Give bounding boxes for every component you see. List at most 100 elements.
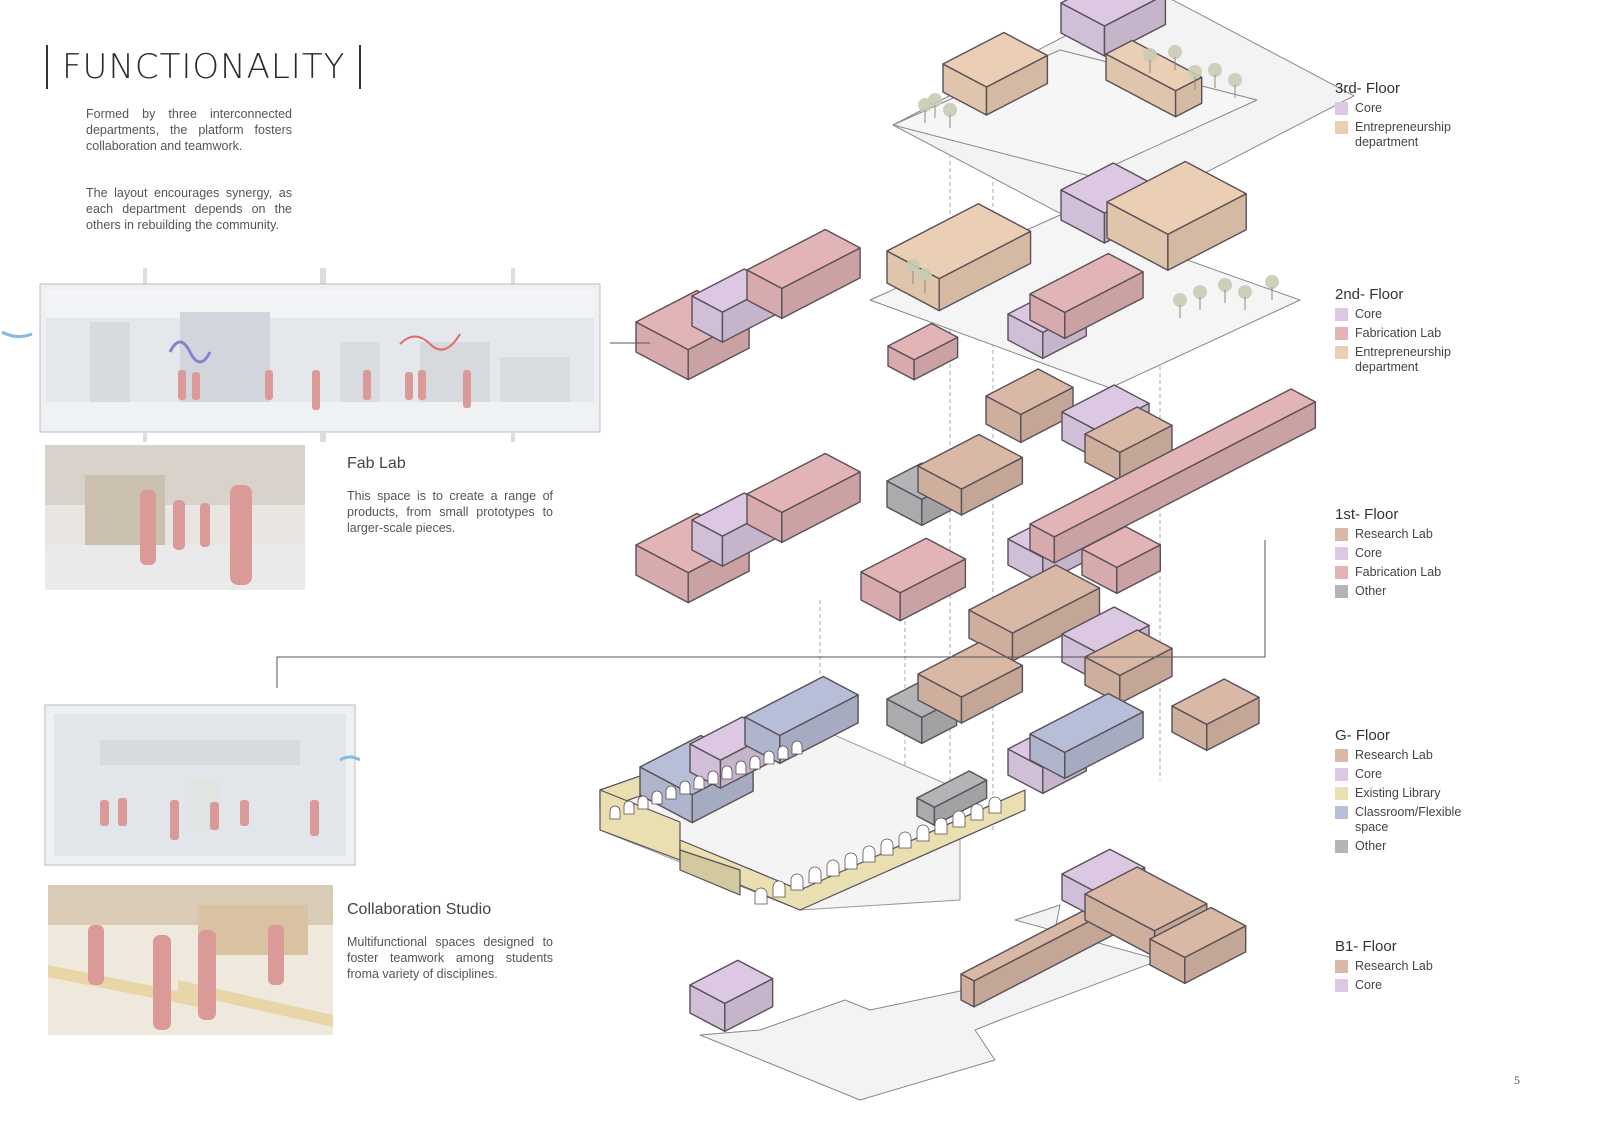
- b1-floor-core-b-top-face: [1061, 848, 1146, 894]
- legend-swatch: [1335, 121, 1348, 134]
- tree-icon: [1208, 63, 1222, 77]
- legend-label: Fabrication Lab: [1355, 565, 1442, 579]
- legend-item: Research Lab: [1335, 959, 1495, 974]
- library-arch: [898, 831, 912, 849]
- library-arch: [934, 817, 948, 835]
- 2nd-floor-fabrication-c-top-face: [887, 322, 959, 361]
- library-arch: [808, 866, 822, 884]
- legend-swatch: [1335, 787, 1348, 800]
- legend-swatch: [1335, 547, 1348, 560]
- legend-label: Other: [1355, 839, 1387, 853]
- g-floor-research-d-top-face: [1171, 678, 1260, 726]
- b1-floor-research-b-top-face: [1084, 866, 1208, 932]
- tree-icon: [1193, 285, 1207, 299]
- legend-label: Research Lab: [1355, 748, 1433, 762]
- legend-item: Classroom/Flexible space: [1335, 805, 1495, 835]
- collaboration-studio-description: Multifunctional spaces designed to foste…: [347, 935, 553, 981]
- legend-label: Core: [1355, 307, 1383, 321]
- legend-swatch: [1335, 585, 1348, 598]
- 1st-floor-research-b-top-face: [1084, 406, 1173, 454]
- legend-label: Research Lab: [1355, 527, 1433, 541]
- legend-title: 1st- Floor: [1335, 506, 1399, 523]
- legend-swatch: [1335, 308, 1348, 321]
- legend-swatch: [1335, 749, 1348, 762]
- tree-icon: [1168, 45, 1182, 59]
- b1-floor-research-c-top-face: [1149, 906, 1247, 959]
- library-arch: [791, 740, 803, 755]
- library-arch: [916, 824, 930, 842]
- library-arch: [826, 859, 840, 877]
- intro-paragraph-2: The layout encourages synergy, as each d…: [86, 186, 292, 232]
- collaboration-studio-photo-collage: [48, 885, 333, 1035]
- legend-label: Entrepreneurship department: [1355, 120, 1451, 149]
- library-arch: [844, 852, 858, 870]
- fab-lab-title: Fab Lab: [347, 455, 406, 472]
- tree-icon: [1188, 65, 1202, 79]
- legend-item: Core: [1335, 978, 1495, 993]
- legend-swatch: [1335, 960, 1348, 973]
- existing-library-chapel: [679, 849, 741, 896]
- 3rd-floor-entrepreneurship-a-top-face: [942, 31, 1049, 88]
- legend-title: 3rd- Floor: [1335, 80, 1401, 97]
- g-floor-other-b-top-face: [916, 770, 988, 808]
- library-arch: [665, 785, 677, 800]
- title-divider-right: [359, 45, 362, 89]
- legend-item: Fabrication Lab: [1335, 326, 1495, 341]
- legend-item: Other: [1335, 839, 1495, 854]
- legend-swatch: [1335, 566, 1348, 579]
- legend-swatch: [1335, 840, 1348, 853]
- page-title: FUNCTIONALITY: [62, 47, 346, 87]
- 1st-floor-core-a-top-face: [1061, 384, 1150, 432]
- legend-item: Other: [1335, 584, 1495, 599]
- library-arch: [707, 770, 719, 785]
- title-divider-left: [46, 45, 48, 89]
- fab-lab-section-render: [0, 262, 620, 442]
- collaboration-studio-section-render: [40, 700, 360, 870]
- library-arch: [749, 755, 761, 770]
- legend-swatch: [1335, 806, 1348, 819]
- 2nd-floor-fabrication-b-top-face: [746, 228, 861, 290]
- library-arch: [988, 796, 1002, 814]
- 1st-floor-research-a-top-face: [985, 368, 1074, 416]
- tree-icon: [1218, 278, 1232, 292]
- g-floor-classroom-b-top-face: [744, 675, 859, 737]
- page-number: 5: [1514, 1073, 1520, 1087]
- intro-paragraph-1: Formed by three interconnected departmen…: [86, 107, 292, 153]
- library-arch: [651, 790, 663, 805]
- tree-icon: [906, 259, 920, 273]
- legend-title: G- Floor: [1335, 727, 1391, 744]
- legend-swatch: [1335, 979, 1348, 992]
- tree-icon: [918, 98, 932, 112]
- 1st-floor-fabrication-b-top-face: [746, 452, 861, 514]
- fab-lab-description: This space is to create a range of produ…: [347, 489, 553, 535]
- 3rd-floor-entrepreneurship-b-top-face: [1105, 39, 1203, 92]
- existing-library-wall-south: [679, 789, 1026, 911]
- library-arch: [754, 887, 768, 905]
- 3rd-floor-core-top-face: [1060, 0, 1157, 27]
- legend-item: Research Lab: [1335, 748, 1495, 763]
- 1st-floor-fabrication-d-top-face: [1029, 388, 1317, 538]
- tree-icon: [1228, 73, 1242, 87]
- legend-label: Existing Library: [1355, 786, 1441, 800]
- legend-item: Fabrication Lab: [1335, 565, 1495, 580]
- 2nd-floor-entrepreneurship-b-top-face: [1106, 160, 1247, 235]
- library-arch: [763, 750, 775, 765]
- legend-title: B1- Floor: [1335, 938, 1397, 955]
- g-floor-classroom-c-top-face: [1029, 692, 1144, 754]
- legend-item: Research Lab: [1335, 527, 1495, 542]
- library-arch: [735, 760, 747, 775]
- library-arch: [693, 775, 705, 790]
- legend-label: Core: [1355, 546, 1383, 560]
- tree-icon: [1143, 48, 1157, 62]
- legend-label: Classroom/Flexible space: [1355, 805, 1462, 834]
- legend-label: Core: [1355, 101, 1383, 115]
- legend-item: Entrepreneurship department: [1335, 120, 1495, 150]
- library-arch: [637, 795, 649, 810]
- library-arch: [623, 800, 635, 815]
- legend-swatch: [1335, 768, 1348, 781]
- library-arch: [952, 810, 966, 828]
- library-arch: [970, 803, 984, 821]
